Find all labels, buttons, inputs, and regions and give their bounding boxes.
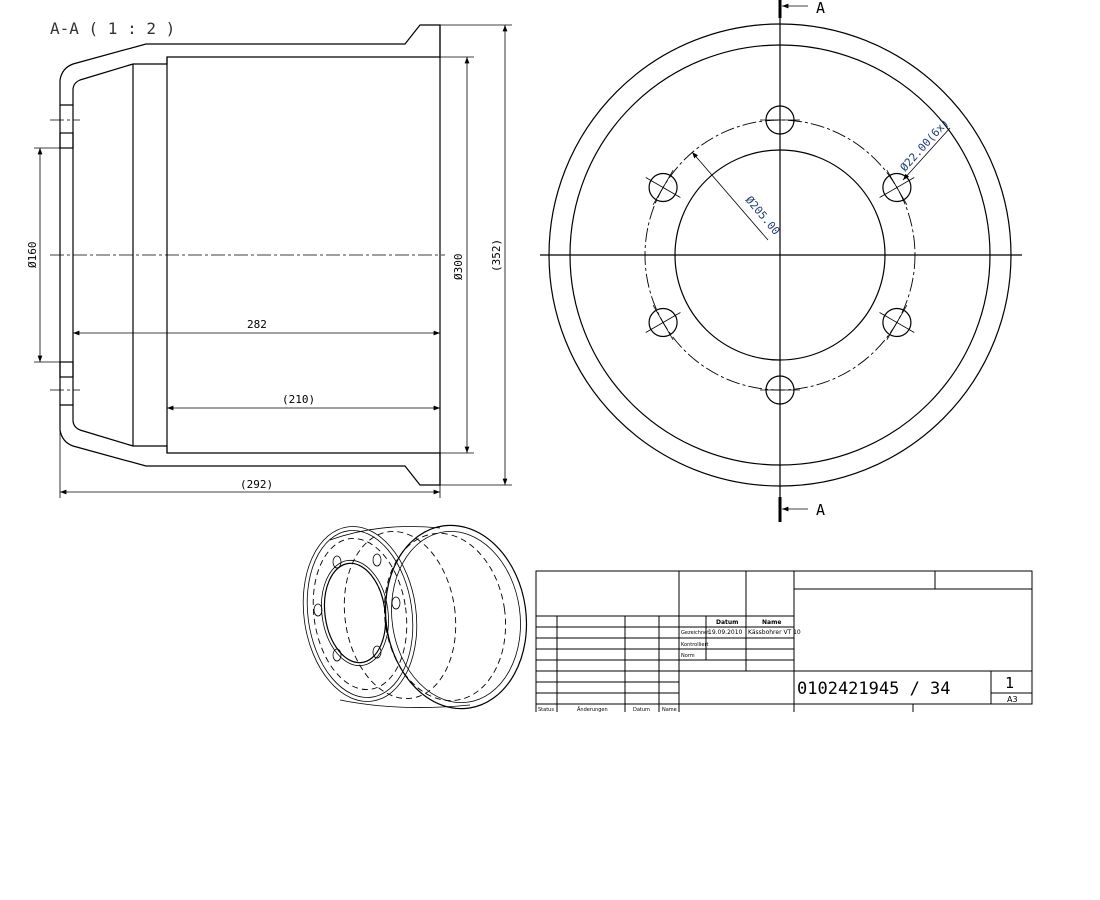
- bolt-hole: [648, 172, 678, 203]
- section-label-bottom: A: [816, 501, 825, 519]
- dimension-d300: Ø300: [440, 56, 474, 454]
- bolt-hole-centerline: [652, 304, 674, 341]
- hatched-wall-bottom: [59, 404, 441, 486]
- front-view: A A Ø205.00 Ø22.00(6x): [540, 0, 1022, 522]
- dim-label-bolt-circle: Ø205.00: [743, 194, 783, 238]
- dimension-bolt-circle: Ø205.00: [691, 151, 783, 241]
- rev-name-label: Name: [662, 707, 677, 713]
- bolt-hole-centerline: [886, 169, 908, 206]
- center-lines: [50, 119, 445, 391]
- dimension-292: (292): [59, 430, 441, 498]
- hatched-flange-top: [59, 132, 74, 149]
- section-marker-top: A: [778, 0, 825, 18]
- bolt-hole: [648, 307, 678, 338]
- bolt-hole: [882, 172, 912, 203]
- dimension-282: 282: [73, 318, 440, 336]
- rev-changes-label: Änderungen: [577, 706, 608, 713]
- iso-bolt-holes: [313, 553, 401, 662]
- bolt-hole: [882, 307, 912, 338]
- dimension-hole: Ø22.00(6x): [898, 116, 952, 181]
- dim-label-210: (210): [282, 393, 315, 406]
- drawn-date: 19.09.2010: [708, 629, 743, 636]
- row-drawn-label: Gezeichnet: [681, 630, 709, 636]
- dim-label-292: (292): [240, 478, 273, 491]
- hatched-flange-bottom: [59, 361, 74, 378]
- dim-label-282: 282: [247, 318, 267, 331]
- drawn-name: Kässbohrer VT 10: [748, 629, 801, 636]
- title-block: Datum Name Gezeichnet Kontrolliert Norm …: [535, 570, 1033, 713]
- drawing-number: 0102421945 / 34: [797, 679, 951, 699]
- dimension-d160: Ø160: [26, 147, 60, 363]
- section-marker-bottom: A: [778, 497, 825, 522]
- col-datum: Datum: [716, 619, 738, 626]
- section-view-a-a: A-A ( 1 : 2 ) Ø160 282: [26, 19, 512, 498]
- row-checked-label: Kontrolliert: [681, 642, 709, 648]
- col-name: Name: [762, 619, 781, 626]
- dim-label-352: (352): [490, 239, 503, 272]
- section-label-top: A: [816, 0, 825, 17]
- bolt-hole-centerline: [886, 304, 908, 341]
- dim-label-d300: Ø300: [452, 254, 465, 281]
- sheet-number: 1: [1005, 674, 1014, 692]
- rev-status-label: Status: [538, 707, 554, 713]
- dimension-352: (352): [440, 24, 512, 486]
- sheet-format: A3: [1007, 695, 1018, 704]
- isometric-view: [302, 524, 528, 710]
- row-norm-label: Norm: [681, 653, 695, 659]
- dim-label-d160: Ø160: [26, 242, 39, 269]
- dimension-210: (210): [167, 393, 440, 411]
- bolt-hole-centerline: [652, 169, 674, 206]
- rev-date-label: Datum: [633, 707, 650, 713]
- dim-label-hole: Ø22.00(6x): [898, 116, 952, 174]
- section-view-title: A-A ( 1 : 2 ): [50, 19, 175, 38]
